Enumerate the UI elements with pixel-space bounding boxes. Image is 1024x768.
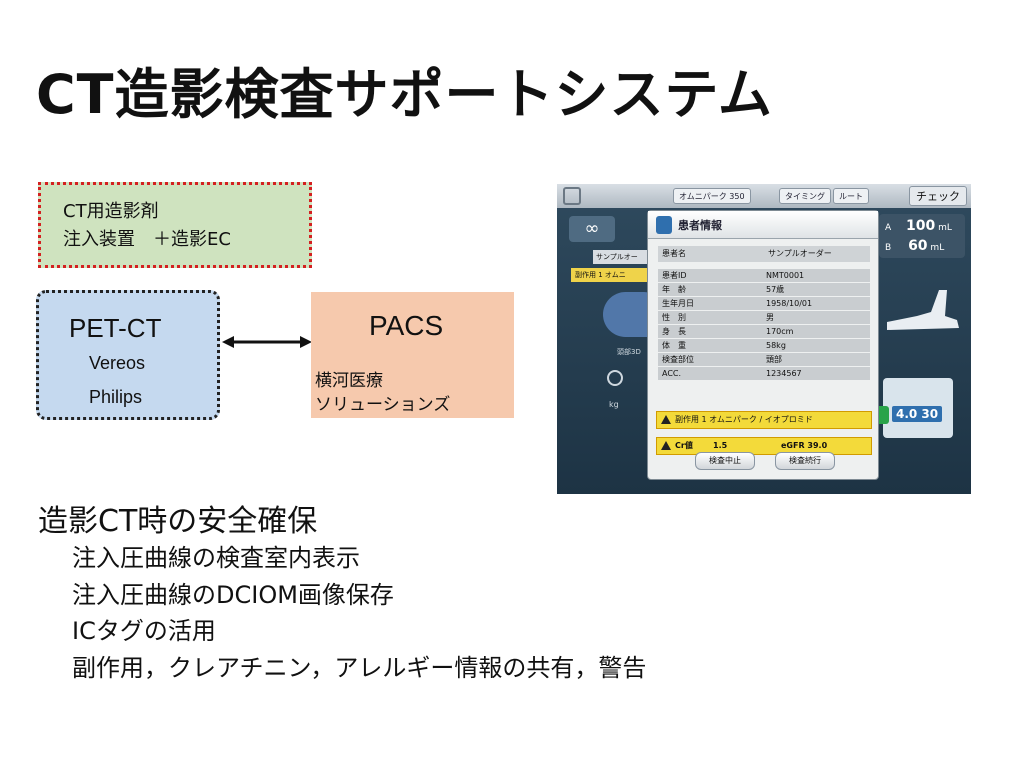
creatinine-alert: Cr値 1.5 eGFR 39.0 xyxy=(656,437,872,455)
pet-ct-name: PET-CT xyxy=(69,313,162,343)
list-item: 注入圧曲線の検査室内表示 xyxy=(72,544,360,572)
cr-label: Cr値 xyxy=(675,441,693,450)
row-key: ACC. xyxy=(662,369,682,378)
patient-name-row: 患者名 サンプルオーダー xyxy=(658,246,870,262)
sample-order-label: サンプルオー xyxy=(593,250,653,264)
syringe-volume-panel: A 100 mL B 60 mL xyxy=(879,214,965,258)
row-value: 1234567 xyxy=(766,369,802,378)
side-effect-text: 副作用 1 オムニパーク / イオプロミド xyxy=(675,415,813,424)
cr-value: 1.5 xyxy=(713,441,728,450)
table-row: 体 重 58kg xyxy=(658,339,870,353)
leg-silhouette-icon xyxy=(887,290,959,330)
infinity-button[interactable]: ∞ xyxy=(569,216,615,242)
pet-ct-model: Vereos xyxy=(89,353,146,373)
injector-screen-screenshot: オムニパーク 350 タイミング ルート チェック ∞ サンプルオー 副作用 1… xyxy=(557,184,971,494)
table-row: 性 別男 xyxy=(658,311,870,325)
patient-name-label: 患者名 xyxy=(662,249,686,258)
patient-info-dialog: 患者情報 患者名 サンプルオーダー 患者ID NMT0001 年 齢 57歳 生年月… xyxy=(647,210,879,480)
pacs-vendor-line1: 横河医療 xyxy=(315,371,383,391)
row-key: 体 重 xyxy=(662,341,686,350)
device-toolbar: オムニパーク 350 タイミング ルート チェック xyxy=(557,184,971,208)
safety-heading: 造影CT時の安全確保 xyxy=(38,504,318,539)
row-key: 患者ID xyxy=(662,271,687,280)
table-row: 身 長 170cm xyxy=(658,325,870,339)
pacs-name: PACS xyxy=(369,310,444,341)
table-row: 患者ID NMT0001 xyxy=(658,269,870,283)
patient-name-value: サンプルオーダー xyxy=(768,249,832,258)
side-effect-strip: 副作用 1 オムニ xyxy=(571,268,651,282)
table-row: 生年月日 1958/10/01 xyxy=(658,297,870,311)
table-row: ACC. 1234567 xyxy=(658,367,870,381)
head-3d-label: 頭部3D xyxy=(617,348,641,356)
list-item: 注入圧曲線のDCIOM画像保存 xyxy=(72,580,394,609)
route-tab[interactable]: ルート xyxy=(833,188,869,204)
row-key: 性 別 xyxy=(662,313,686,322)
warning-icon xyxy=(661,415,671,424)
table-row: 検査部位 頭部 xyxy=(658,353,870,367)
rate-readout: 4.0 30 xyxy=(892,406,943,422)
patient-icon xyxy=(656,216,672,234)
list-item: ICタグの活用 xyxy=(72,617,216,645)
pet-ct-vendor: Philips xyxy=(89,387,143,407)
row-key: 検査部位 xyxy=(662,355,694,364)
row-key: 身 長 xyxy=(662,327,686,336)
channel-b-value: 60 xyxy=(908,238,928,254)
row-key: 生年月日 xyxy=(662,299,694,308)
weight-scale-icon xyxy=(607,370,623,386)
row-value: 57歳 xyxy=(766,285,785,294)
bidirectional-arrow xyxy=(222,336,312,348)
pacs-vendor-line2: ソリューションズ xyxy=(315,395,451,415)
row-value: 頭部 xyxy=(766,355,782,364)
row-value: NMT0001 xyxy=(766,271,805,280)
page-title: CT造影検査サポートシステム xyxy=(36,63,773,126)
channel-a-unit: mL xyxy=(938,223,952,233)
row-value: 男 xyxy=(766,313,774,322)
stop-exam-button[interactable]: 検査中止 xyxy=(695,452,755,470)
channel-b-label: B xyxy=(885,243,892,253)
row-value: 58kg xyxy=(766,341,786,350)
row-value: 1958/10/01 xyxy=(766,299,813,308)
warning-icon xyxy=(661,441,671,450)
injector-label-line1: CT用造影剤 xyxy=(63,201,159,222)
list-item: 副作用，クレアチニン，アレルギー情報の共有，警告 xyxy=(72,653,647,682)
egfr-value: eGFR 39.0 xyxy=(781,441,828,450)
contrast-injector-box: CT用造影剤 注入装置 ＋造影EC xyxy=(38,182,312,268)
continue-exam-button[interactable]: 検査続行 xyxy=(775,452,835,470)
dialog-titlebar: 患者情報 xyxy=(648,211,878,239)
safety-list: 注入圧曲線の検査室内表示 注入圧曲線のDCIOM画像保存 ICタグの活用 副作用… xyxy=(72,540,646,686)
side-effect-alert: 副作用 1 オムニパーク / イオプロミド xyxy=(656,411,872,429)
pacs-box: PACS 横河医療 ソリューションズ xyxy=(311,292,514,418)
table-row: 年 齢 57歳 xyxy=(658,283,870,297)
channel-a-value: 100 xyxy=(906,218,936,234)
row-key: 年 齢 xyxy=(662,285,686,294)
timing-tab[interactable]: タイミング xyxy=(779,188,831,204)
injector-label-line2: 注入装置 ＋造影EC xyxy=(63,229,231,250)
pet-ct-box: PET-CT Vereos Philips xyxy=(36,290,220,420)
dialog-title: 患者情報 xyxy=(678,219,722,232)
channel-b-unit: mL xyxy=(930,243,945,253)
kg-label: kg xyxy=(609,400,619,409)
device-menu-icon[interactable] xyxy=(563,187,581,205)
row-value: 170cm xyxy=(766,327,794,336)
channel-a-label: A xyxy=(885,223,892,233)
check-button[interactable]: チェック xyxy=(909,186,967,206)
patient-info-table: 患者ID NMT0001 年 齢 57歳 生年月日 1958/10/01 性 別 男 身… xyxy=(658,269,870,381)
product-tab[interactable]: オムニパーク 350 xyxy=(673,188,751,204)
